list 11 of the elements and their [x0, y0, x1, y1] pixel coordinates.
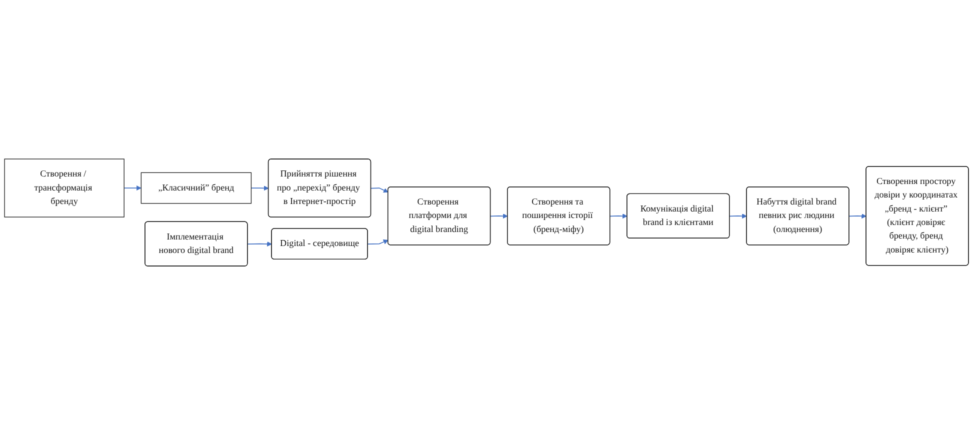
- arrow: [848, 214, 866, 219]
- arrow: [370, 188, 388, 193]
- arrow: [367, 240, 388, 245]
- arrow: [124, 186, 142, 191]
- arrow: [729, 214, 747, 219]
- arrow: [247, 241, 272, 246]
- node-box: „Класичний” бренд: [140, 172, 252, 204]
- arrow: [490, 214, 508, 219]
- arrow: [610, 214, 628, 219]
- arrow: [250, 186, 269, 191]
- node-box: Створення / трансформація бренду: [4, 158, 124, 218]
